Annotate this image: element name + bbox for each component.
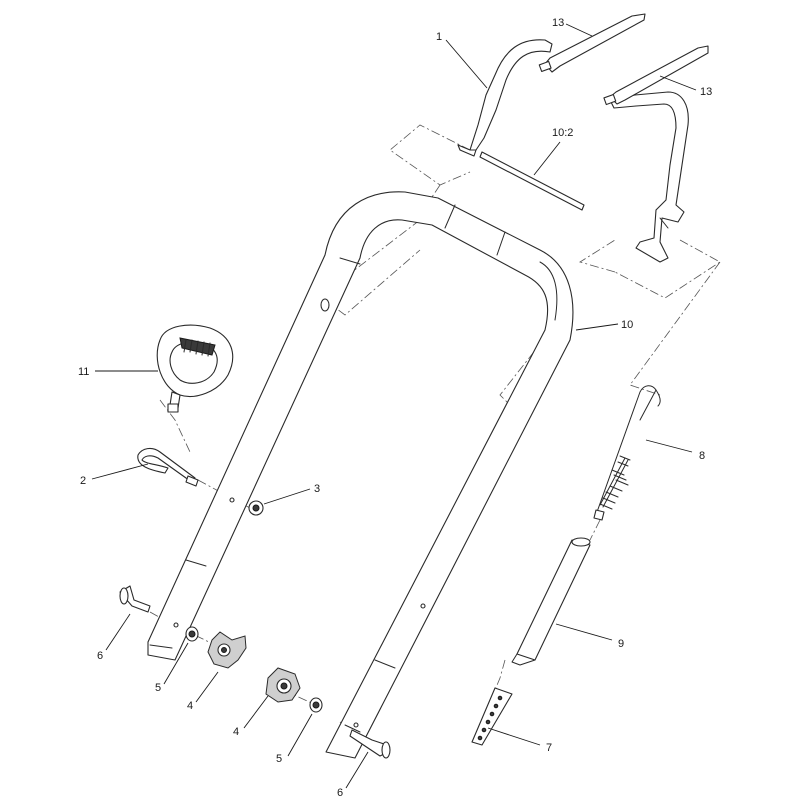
bolt-right: [349, 729, 391, 759]
adjustment-plate: [471, 687, 513, 746]
washer-right: [309, 697, 323, 713]
bolt-left: [119, 585, 151, 613]
callout-7: 7: [546, 742, 552, 754]
callout-4-left: 4: [187, 700, 193, 712]
knob-left: [207, 631, 247, 669]
clip-pin: [137, 447, 199, 487]
nut-3: [248, 500, 264, 516]
callout-4-right: 4: [233, 726, 239, 738]
cable-guide: [156, 324, 234, 413]
bail-lever-left: [457, 39, 553, 157]
callout-10: 10: [621, 319, 633, 331]
bail-lever-right: [609, 91, 689, 263]
callout-10-2: 10:2: [552, 127, 573, 139]
callout-2: 2: [80, 475, 86, 487]
cylinder: [511, 537, 591, 666]
knob-right: [265, 667, 301, 703]
callout-13-upper: 13: [552, 17, 564, 29]
callout-5-left: 5: [155, 682, 161, 694]
callout-11: 11: [78, 366, 89, 378]
callout-6-right: 6: [337, 787, 343, 799]
callout-9: 9: [618, 638, 624, 650]
callout-3: 3: [314, 483, 320, 495]
callout-5-right: 5: [276, 753, 282, 765]
callout-labels: 1 13 13 10:2 10 11 2 3 8 9 6 5 4 4 5 6 7: [78, 17, 712, 799]
callout-1: 1: [436, 31, 442, 43]
handle-frame: [147, 191, 574, 759]
control-cable-strip: [479, 151, 585, 211]
leader-lines: [91, 23, 697, 789]
spring-coils: [599, 455, 631, 510]
callout-13-lower: 13: [700, 86, 712, 98]
callout-6-left: 6: [97, 650, 103, 662]
spring: [593, 385, 661, 521]
cable-tie-lower: [603, 45, 709, 106]
washer-left: [185, 626, 199, 642]
cable-tie-upper: [538, 13, 646, 73]
callout-8: 8: [699, 450, 705, 462]
